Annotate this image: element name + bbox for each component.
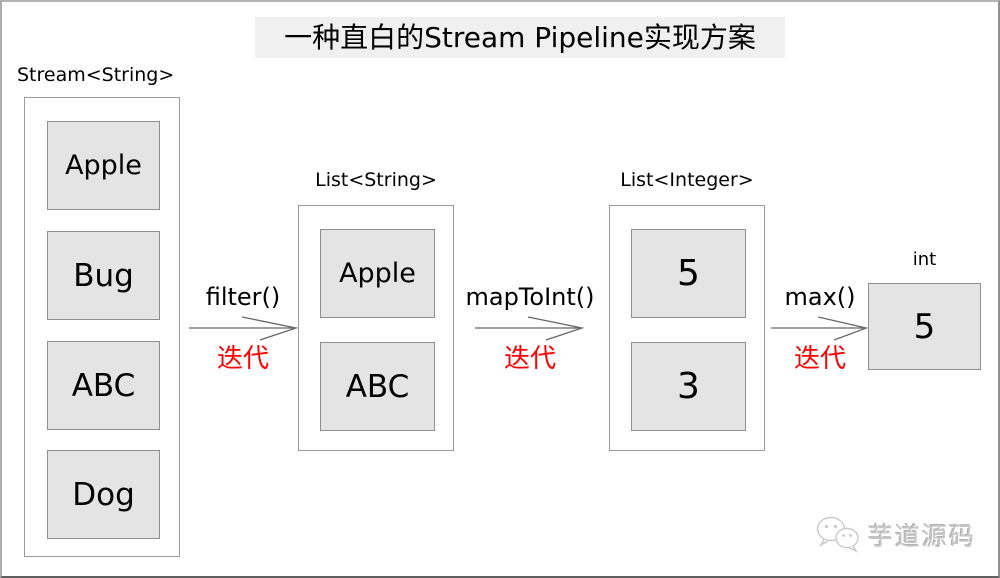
op-label-maptoint: mapToInt(): [465, 283, 595, 311]
op-annotation-maptoint: 迭代: [503, 344, 556, 374]
watermark: 芋道源码: [814, 514, 976, 556]
stage-label-stream-string: Stream<String>: [17, 64, 175, 86]
watermark-text: 芋道源码: [868, 522, 977, 551]
stage-label-list-string: List<String>: [315, 169, 437, 191]
int-result-box: 5: [868, 283, 981, 370]
maptoint-arrow-icon: [475, 316, 584, 341]
stream-item-dog: Dog: [47, 450, 160, 539]
filter-arrow-icon: [189, 316, 298, 341]
list-integer-item-3: 3: [631, 342, 746, 431]
page-title: 一种直白的Stream Pipeline实现方案: [255, 17, 785, 58]
list-integer-container: 5 3: [609, 205, 765, 451]
list-string-container: Apple ABC: [298, 205, 454, 451]
op-label-max: max(): [784, 283, 856, 311]
stage-label-list-integer: List<Integer>: [620, 169, 754, 191]
stage-label-int: int: [912, 249, 937, 270]
list-string-item-apple: Apple: [320, 229, 435, 318]
max-arrow-icon: [770, 316, 868, 341]
op-label-filter: filter(): [205, 283, 281, 311]
stream-item-bug: Bug: [47, 231, 160, 320]
stream-item-apple: Apple: [47, 121, 160, 210]
stream-string-container: Apple Bug ABC Dog: [24, 97, 180, 557]
list-integer-item-5: 5: [631, 229, 746, 318]
list-string-item-abc: ABC: [320, 342, 435, 431]
stream-item-abc: ABC: [47, 341, 160, 430]
op-annotation-filter: 迭代: [216, 344, 269, 374]
wechat-bubbles-icon: [816, 516, 859, 553]
op-annotation-max: 迭代: [793, 344, 846, 374]
